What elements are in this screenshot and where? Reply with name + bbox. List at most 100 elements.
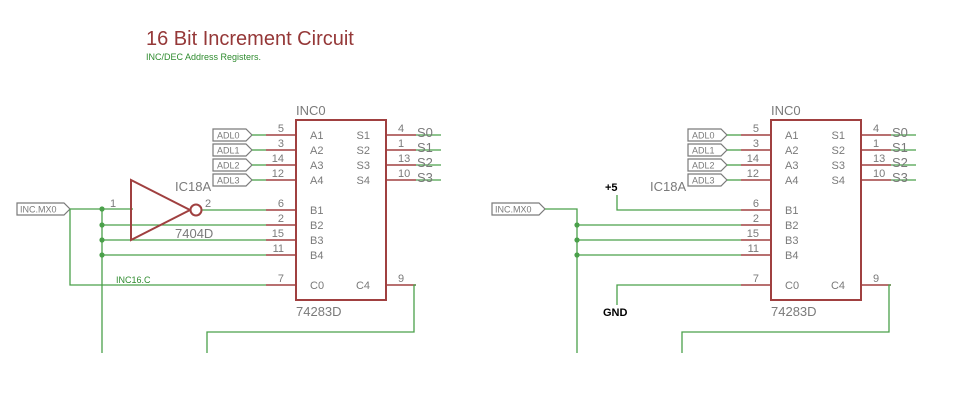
pin-label: B1 xyxy=(310,205,323,217)
pin-number: 12 xyxy=(747,168,759,180)
flag-adl0 xyxy=(687,128,728,142)
pin-number: 9 xyxy=(398,273,404,285)
net-label-S1: S1 xyxy=(892,140,908,155)
vcc-wire xyxy=(616,195,741,211)
pin-number: 15 xyxy=(272,228,284,240)
flag-inc-mx0 xyxy=(491,202,546,216)
flag-text: ADL1 xyxy=(217,146,240,156)
flag-text: ADL2 xyxy=(217,161,240,171)
pin-label: B4 xyxy=(310,250,323,262)
flag-inc-mx0 xyxy=(16,202,71,216)
carry-in-wire xyxy=(69,209,266,286)
pin-number: 11 xyxy=(748,243,759,255)
pin-label: B2 xyxy=(785,220,798,232)
pin-label: B1 xyxy=(785,205,798,217)
pin-label: S1 xyxy=(832,130,845,142)
pin-label: A4 xyxy=(785,175,798,187)
left-circuit: INC074283D5A13A214A312A46B12B215B311B47C… xyxy=(16,103,441,353)
inverter-part: 7404D xyxy=(175,226,213,241)
pin-number: 15 xyxy=(747,228,759,240)
flag-text: ADL0 xyxy=(692,131,715,141)
net-label-S2: S2 xyxy=(417,155,433,170)
pin-number: 7 xyxy=(278,273,284,285)
flag-text: INC.MX0 xyxy=(20,205,57,215)
net-label-S3: S3 xyxy=(892,170,908,185)
ic-part: 74283D xyxy=(296,304,342,319)
flag-adl3 xyxy=(212,173,253,187)
pin-label: S1 xyxy=(357,130,370,142)
vcc-label: +5 xyxy=(605,182,618,194)
flag-adl2 xyxy=(212,158,253,172)
inverter-pin-in: 1 xyxy=(110,198,116,210)
pin-label: B2 xyxy=(310,220,323,232)
pin-number: 3 xyxy=(278,138,284,150)
net-label-S0: S0 xyxy=(892,125,908,140)
pin-label: S4 xyxy=(832,175,845,187)
pin-number: 2 xyxy=(278,213,284,225)
pin-label: A4 xyxy=(310,175,323,187)
junction-dot xyxy=(99,222,105,228)
inverter-name: IC18A xyxy=(175,179,211,194)
pin-number: 14 xyxy=(747,153,759,165)
flag-text: ADL3 xyxy=(692,176,715,186)
inverter-triangle xyxy=(130,178,193,242)
pin-number: 14 xyxy=(272,153,284,165)
net-label-S3: S3 xyxy=(417,170,433,185)
pin-number: 2 xyxy=(753,213,759,225)
pin-label: S4 xyxy=(357,175,370,187)
pin-label: B3 xyxy=(310,235,323,247)
pin-label: S2 xyxy=(357,145,370,157)
net-label-S0: S0 xyxy=(417,125,433,140)
pin-number: 1 xyxy=(873,138,879,150)
inc-bus-wire xyxy=(545,208,578,353)
inverter-pin-out: 2 xyxy=(205,198,211,210)
net-label-S2: S2 xyxy=(892,155,908,170)
pin-number: 5 xyxy=(278,123,284,135)
net-label-inc16-c: INC16.C xyxy=(116,275,151,285)
flag-adl2 xyxy=(687,158,728,172)
junction-dot xyxy=(99,237,105,243)
pin-number: 13 xyxy=(873,153,885,165)
net-label-S1: S1 xyxy=(417,140,433,155)
pin-label: A1 xyxy=(785,130,798,142)
junction-dot xyxy=(99,206,105,212)
flag-adl0 xyxy=(212,128,253,142)
junction-dot xyxy=(574,237,580,243)
flag-text: ADL3 xyxy=(217,176,240,186)
pin-label: C0 xyxy=(785,280,799,292)
flag-text: INC.MX0 xyxy=(495,205,532,215)
gnd-wire xyxy=(616,284,741,305)
carry-out-wire xyxy=(206,284,416,353)
carry-out-wire xyxy=(681,284,891,353)
pin-number: 10 xyxy=(873,168,885,180)
junction-dot xyxy=(574,252,580,258)
pin-number: 12 xyxy=(272,168,284,180)
ic-name: INC0 xyxy=(296,103,326,118)
pin-number: 3 xyxy=(753,138,759,150)
ic-name: INC0 xyxy=(771,103,801,118)
pin-label: A1 xyxy=(310,130,323,142)
flag-text: ADL2 xyxy=(692,161,715,171)
pin-label: S2 xyxy=(832,145,845,157)
pin-label: S3 xyxy=(832,160,845,172)
pin-number: 7 xyxy=(753,273,759,285)
pin-number: 11 xyxy=(273,243,284,255)
inverter-bubble xyxy=(189,203,203,217)
pin-number: 5 xyxy=(753,123,759,135)
pin-number: 6 xyxy=(278,198,284,210)
page-title: 16 Bit Increment Circuit xyxy=(146,28,354,50)
pin-label: A3 xyxy=(785,160,798,172)
pin-label: C0 xyxy=(310,280,324,292)
pin-label: A2 xyxy=(785,145,798,157)
pin-label: C4 xyxy=(356,280,370,292)
pin-label: A3 xyxy=(310,160,323,172)
gnd-label: GND xyxy=(603,307,628,319)
pin-number: 13 xyxy=(398,153,410,165)
flag-text: ADL0 xyxy=(217,131,240,141)
pin-label: S3 xyxy=(357,160,370,172)
pin-label: C4 xyxy=(831,280,845,292)
pin-label: B3 xyxy=(785,235,798,247)
pin-number: 1 xyxy=(398,138,404,150)
junction-dot xyxy=(99,252,105,258)
